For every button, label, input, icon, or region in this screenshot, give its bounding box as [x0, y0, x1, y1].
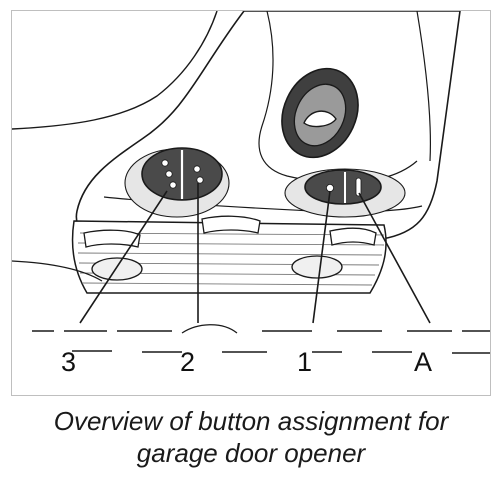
- console-contour-right: [416, 11, 432, 162]
- button-3-dot: [165, 170, 173, 178]
- console-housing: [75, 11, 461, 240]
- callout-label-a: A: [414, 347, 432, 377]
- front-clip-middle: [201, 215, 261, 234]
- indicator-a-slot: [355, 177, 362, 197]
- console-left-edge: [12, 11, 218, 130]
- caption-line-1: Overview of button assignment for: [53, 406, 449, 436]
- garage-door-opener-illustration: 3 2 1 A: [12, 11, 490, 377]
- caption-line-2: garage door opener: [136, 438, 366, 468]
- leader-line-a: [358, 192, 431, 324]
- figure-caption: Overview of button assignment for garage…: [0, 405, 502, 469]
- leader-line-3: [79, 190, 168, 324]
- front-recess-right: [291, 255, 343, 279]
- right-button-panel: [304, 169, 382, 205]
- ground-curve: [181, 324, 238, 334]
- diagram-frame: 3 2 1 A: [11, 10, 491, 396]
- front-clip-left: [83, 229, 141, 248]
- dashed-reference-line: [32, 330, 490, 354]
- cable-line: [12, 260, 103, 282]
- button-2-dot: [193, 165, 201, 173]
- callout-label-1: 1: [297, 347, 312, 377]
- button-3-dot: [169, 181, 177, 189]
- button-3-dot: [161, 159, 169, 167]
- button-1-dot: [325, 183, 334, 192]
- button-2-dot: [196, 176, 204, 184]
- front-recess-left: [91, 257, 143, 281]
- front-clip-right: [329, 227, 377, 246]
- lamp-icon: [303, 110, 337, 128]
- callout-label-3: 3: [61, 347, 76, 377]
- leader-line-1: [312, 190, 331, 324]
- callout-label-2: 2: [180, 347, 195, 377]
